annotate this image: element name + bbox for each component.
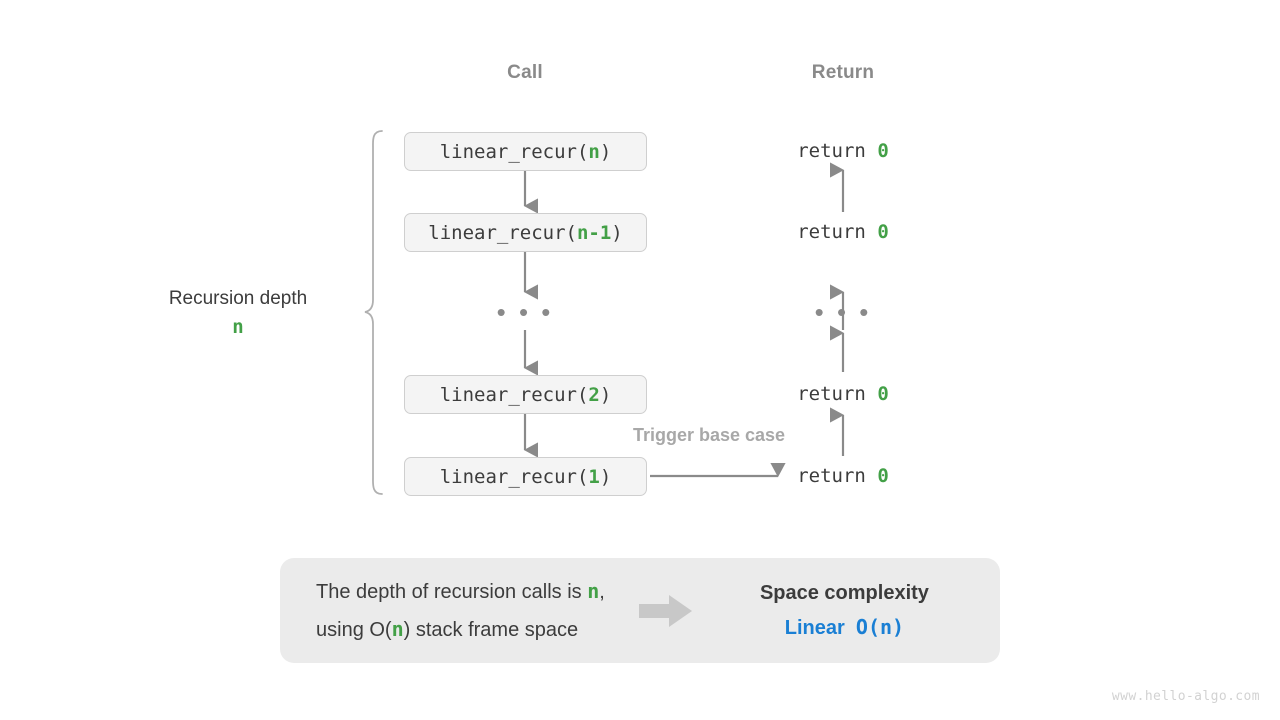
call-frame-arg: 2 [588,383,600,406]
summary-complexity: Space complexity Linear O(n) [719,576,970,645]
call-frame-suffix: ) [599,465,612,488]
return-value: 0 [877,140,889,162]
return-statement: return 0 [797,140,889,162]
summary-line-1: The depth of recursion calls is n, [316,573,605,611]
return-keyword: return [797,140,866,162]
return-keyword: return [797,221,866,243]
call-frame-arg: n [588,140,600,163]
return-statement: return 0 [797,383,889,405]
summary-line-2: using O(n) stack frame space [316,611,605,649]
complexity-value: Linear O(n) [719,610,970,645]
return-keyword: return [797,383,866,405]
call-frame-box: linear_recur(2) [404,375,647,414]
ellipsis-call: • • • [496,297,554,327]
call-frame-suffix: ) [611,221,623,244]
summary-description: The depth of recursion calls is n, using… [316,573,605,649]
summary-line2-text-a: using O( [316,618,392,641]
summary-line1-text-a: The depth of recursion calls is [316,580,588,603]
call-frame-prefix: linear_recur( [439,465,589,488]
complexity-title: Space complexity [759,582,929,604]
ellipsis-return: • • • [814,297,872,327]
call-frame-arg: 1 [588,465,600,488]
return-statement: return 0 [797,221,889,243]
watermark: www.hello-algo.com [1111,689,1260,704]
trigger-base-case-label: Trigger base case [632,425,786,445]
call-frame-box: linear_recur(n) [404,132,647,171]
return-value: 0 [877,465,889,487]
call-frame-box: linear_recur(n-1) [404,213,647,252]
column-header-return: Return [811,62,875,83]
summary-block-arrow-icon [638,594,693,628]
return-value: 0 [877,221,889,243]
recursion-depth-brace [364,130,383,495]
return-statement: return 0 [797,465,889,487]
summary-line1-variable: n [587,578,600,603]
summary-line2-text-b: ) stack frame space [403,618,579,641]
call-frame-suffix: ) [599,140,612,163]
return-value: 0 [877,383,889,405]
recursion-depth-value: n [232,315,244,338]
column-header-call: Call [507,62,543,83]
call-frame-suffix: ) [599,383,612,406]
call-frame-prefix: linear_recur( [439,383,589,406]
call-frame-box: linear_recur(1) [404,457,647,496]
call-frame-prefix: linear_recur( [439,140,589,163]
recursion-depth-title: Recursion depth [168,288,308,309]
complexity-name: Linear [784,617,845,639]
return-keyword: return [797,465,866,487]
call-frame-prefix: linear_recur( [428,221,577,244]
summary-line2-variable: n [391,616,404,641]
summary-line1-text-b: , [599,580,605,603]
complexity-notation: O(n) [855,615,905,639]
recursion-depth-label: Recursion depth n [169,285,307,341]
call-frame-arg: n-1 [576,221,612,244]
summary-panel: The depth of recursion calls is n, using… [280,558,1000,663]
